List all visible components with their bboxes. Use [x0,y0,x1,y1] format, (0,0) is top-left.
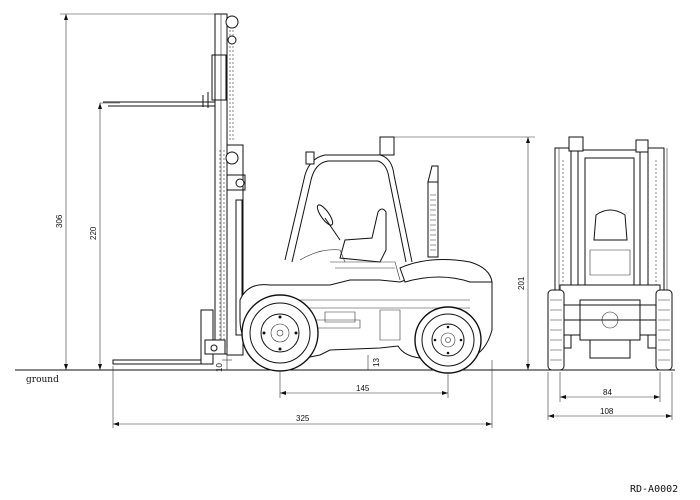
dim-overall-width-text: 108 [600,407,614,416]
dim-overall-width: 108 [547,372,673,420]
mast-side [211,13,246,356]
dim-overall-height-text: 306 [55,214,64,228]
front-view [545,136,675,371]
dim-track-width: 84 [559,372,661,402]
dim-cab-height: 201 [394,136,535,370]
dim-wheelbase: 145 [279,372,449,398]
ground-label: ground [26,375,59,385]
dim-lift-height: 220 [89,102,120,370]
dim-fork-thickness: 10 [215,348,232,372]
rear-wheel [414,306,482,374]
dim-overall-length: 325 [112,360,493,428]
dim-overall-height: 306 [55,13,220,370]
dim-ground-clearance-text: 13 [372,358,381,367]
raised-forks [103,92,215,108]
cab [284,136,413,281]
dim-lift-height-text: 220 [89,226,98,240]
drawing-code: RD-A0002 [630,484,678,495]
dim-ground-clearance: 13 [367,355,381,370]
lower-forks [112,309,226,365]
front-wheel [241,294,319,372]
dim-wheelbase-text: 145 [356,384,370,393]
dim-track-width-text: 84 [603,388,612,397]
dim-overall-length-text: 325 [296,414,310,423]
dim-cab-height-text: 201 [517,276,526,290]
dim-fork-thickness-text: 10 [215,363,224,372]
